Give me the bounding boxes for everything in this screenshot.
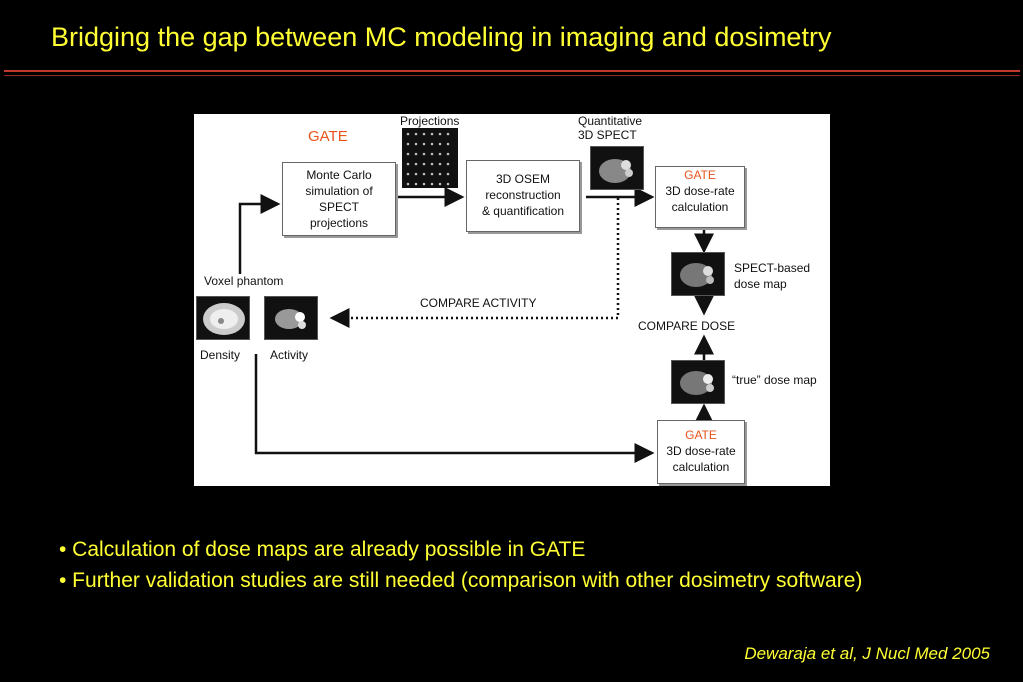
true-dose-map-image <box>671 360 725 404</box>
gate-label-dose-top: GATE <box>684 168 716 182</box>
projections-label: Projections <box>400 114 460 128</box>
density-label: Density <box>200 348 241 362</box>
quant-spect-label-2: 3D SPECT <box>578 128 637 142</box>
mc-line-2: simulation of <box>305 184 373 198</box>
dose-rate-box-top: GATE 3D dose-rate calculation <box>655 166 745 228</box>
workflow-figure: GATE Projections Monte Carlo simulation … <box>194 114 830 486</box>
title-divider <box>4 70 1020 72</box>
osem-line-2: reconstruction <box>485 188 561 202</box>
slide-title: Bridging the gap between MC modeling in … <box>51 22 832 52</box>
voxel-phantom-label: Voxel phantom <box>204 274 284 288</box>
figure-connectors <box>238 128 714 463</box>
osem-line-3: & quantification <box>481 204 565 218</box>
spect-dose-map-label-2: dose map <box>734 277 787 291</box>
gate-label-top: GATE <box>308 128 348 145</box>
dose-bottom-line-2: calculation <box>672 460 730 474</box>
quant-spect-image <box>590 146 644 190</box>
projections-image <box>402 128 458 188</box>
osem-line-1: 3D OSEM <box>495 172 550 186</box>
compare-activity-arrow <box>329 198 620 328</box>
activity-label: Activity <box>270 348 309 362</box>
title-divider-thin <box>4 75 1020 76</box>
mc-line-1: Monte Carlo <box>306 168 372 182</box>
bullet-item: • Calculation of dose maps are already p… <box>59 538 586 561</box>
spect-dose-map-image <box>671 252 725 296</box>
activity-image <box>264 296 318 340</box>
true-dose-map-label: “true” dose map <box>732 373 817 387</box>
mc-line-4: projections <box>309 216 369 230</box>
osem-reconstruction-box: 3D OSEM reconstruction & quantification <box>466 160 580 232</box>
quant-spect-label-1: Quantitative <box>578 114 643 128</box>
arrow-phantom-to-bottomdose <box>254 354 655 463</box>
compare-activity-label: COMPARE ACTIVITY <box>420 296 537 310</box>
spect-dose-map-label-1: SPECT-based <box>734 261 811 275</box>
gate-label-dose-bottom: GATE <box>685 428 717 442</box>
arrow-phantom-to-mc <box>238 194 281 274</box>
mc-simulation-box: Monte Carlo simulation of SPECT projecti… <box>282 162 396 236</box>
mc-line-3: SPECT <box>318 200 359 214</box>
bullet-list: • Calculation of dose maps are already p… <box>59 534 959 596</box>
dose-rate-box-bottom: GATE 3D dose-rate calculation <box>657 420 745 484</box>
compare-dose-label: COMPARE DOSE <box>638 319 736 333</box>
bullet-item: • Further validation studies are still n… <box>59 569 863 592</box>
citation: Dewaraja et al, J Nucl Med 2005 <box>744 644 990 663</box>
dose-top-line-1: 3D dose-rate <box>665 184 735 198</box>
dose-bottom-line-1: 3D dose-rate <box>666 444 736 458</box>
density-image <box>196 296 250 340</box>
dose-top-line-2: calculation <box>671 200 729 214</box>
